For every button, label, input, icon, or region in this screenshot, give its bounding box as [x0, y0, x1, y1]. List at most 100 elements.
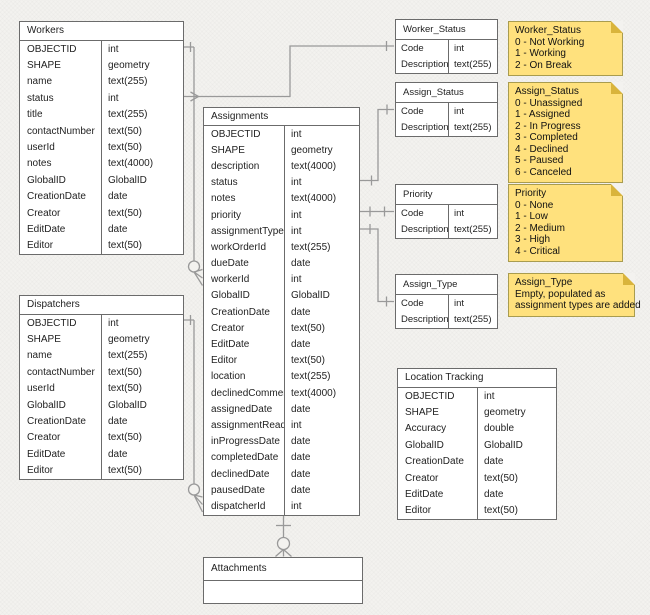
field-type: text(4000)	[284, 190, 359, 207]
field-name: SHAPE	[211, 144, 245, 156]
field-type: text(255)	[101, 347, 183, 365]
table-dispatchers[interactable]: Dispatchers OBJECTID int SHAPE geometry …	[19, 295, 184, 480]
field-type: int	[284, 174, 359, 191]
field-type: text(50)	[101, 204, 183, 222]
field-name: EditDate	[27, 448, 66, 460]
field-name: SHAPE	[27, 60, 61, 72]
table-row: Creator text(50)	[204, 320, 359, 337]
field-name: Description	[401, 122, 448, 134]
note-line: assignment types are added	[515, 300, 641, 311]
field-name: Editor	[27, 465, 54, 477]
table-row: contactNumber text(50)	[20, 364, 183, 381]
table-row: Editor text(50)	[20, 462, 183, 479]
field-type: text(50)	[284, 320, 359, 337]
empty-row	[204, 581, 362, 603]
table-row: Creator text(50)	[398, 469, 556, 487]
table-row: notes text(4000)	[20, 155, 183, 173]
table-worker-status[interactable]: Worker_Status Code int Description text(…	[395, 19, 498, 74]
field-name: assignmentRead	[211, 419, 284, 431]
table-location-tracking[interactable]: Location Tracking OBJECTID int SHAPE geo…	[397, 368, 557, 521]
field-type: text(50)	[101, 122, 183, 140]
table-row: status int	[20, 90, 183, 107]
field-type: date	[284, 449, 359, 466]
table-rows: OBJECTID int SHAPE geometry description …	[204, 126, 359, 515]
table-title: Assign_Type	[396, 275, 497, 295]
field-name: title	[27, 109, 43, 121]
field-name: GlobalID	[405, 439, 444, 451]
field-type: date	[284, 401, 359, 418]
field-type: date	[101, 221, 183, 238]
table-row: assignedDate date	[204, 401, 359, 418]
table-row: contactNumber text(50)	[20, 122, 183, 140]
table-row: name text(255)	[20, 347, 183, 365]
field-name: SHAPE	[405, 407, 439, 419]
field-name: completedDate	[211, 452, 279, 464]
table-assign-status[interactable]: Assign_Status Code int Description text(…	[395, 82, 498, 137]
table-row: Description text(255)	[396, 311, 497, 328]
field-name: GlobalID	[27, 174, 66, 186]
note-line: 2 - Medium	[515, 222, 566, 234]
field-type: geometry	[477, 404, 556, 421]
field-name: contactNumber	[27, 125, 95, 137]
field-type: date	[477, 486, 556, 503]
field-name: workOrderId	[211, 241, 267, 253]
field-type: date	[101, 188, 183, 205]
table-title: Worker_Status	[396, 20, 497, 40]
table-row: CreationDate date	[398, 453, 556, 470]
field-type: date	[284, 482, 359, 499]
field-name: Creator	[27, 207, 61, 219]
table-row: EditDate date	[204, 336, 359, 353]
field-name: Creator	[27, 432, 61, 444]
table-row: Code int	[396, 40, 497, 57]
field-type: date	[284, 336, 359, 353]
table-row: declinedDate date	[204, 465, 359, 483]
table-row: Description text(255)	[396, 119, 497, 136]
table-assign-type[interactable]: Assign_Type Code int Description text(25…	[395, 274, 498, 329]
table-row: completedDate date	[204, 449, 359, 466]
field-name: EditDate	[405, 489, 444, 501]
connector-dispatchers-assignments	[184, 315, 204, 513]
table-row: GlobalID GlobalID	[398, 437, 556, 454]
field-type: int	[448, 40, 497, 57]
table-row: Editor text(50)	[20, 237, 183, 255]
table-rows: OBJECTID int SHAPE geometry name text(25…	[20, 41, 183, 255]
table-row: Description text(255)	[396, 56, 497, 73]
table-row: Accuracy double	[398, 420, 556, 438]
field-type: date	[101, 413, 183, 430]
field-type: text(255)	[284, 368, 359, 385]
table-row: notes text(4000)	[204, 190, 359, 207]
note-line: Empty, populated as	[515, 288, 606, 300]
field-name: Code	[401, 42, 424, 54]
field-name: Description	[401, 314, 448, 326]
table-row: description text(4000)	[204, 158, 359, 175]
field-type: int	[448, 295, 497, 312]
zero-circle-icon	[187, 260, 201, 273]
table-priority[interactable]: Priority Code int Description text(255)	[395, 184, 498, 239]
field-type: date	[284, 465, 359, 483]
table-assignments[interactable]: Assignments OBJECTID int SHAPE geometry …	[203, 107, 360, 516]
table-rows: OBJECTID int SHAPE geometry Accuracy dou…	[398, 388, 556, 520]
connector-workers-worker-status	[184, 41, 394, 102]
note-line: 4 - Declined	[515, 143, 569, 155]
field-name: status	[27, 92, 54, 104]
table-row: dispatcherId int	[204, 498, 359, 515]
table-row: EditDate date	[398, 486, 556, 503]
note-line: 4 - Critical	[515, 245, 561, 257]
table-row: CreationDate date	[20, 188, 183, 205]
field-type: date	[284, 304, 359, 321]
note-line: Assign_Status	[515, 86, 579, 97]
table-row: name text(255)	[20, 73, 183, 91]
field-name: OBJECTID	[211, 128, 261, 140]
connector-workers-assignments	[184, 42, 204, 286]
table-row: inProgressDate date	[204, 433, 359, 450]
table-row: declinedComment text(4000)	[204, 385, 359, 402]
note-line: 1 - Working	[515, 48, 566, 59]
table-workers[interactable]: Workers OBJECTID int SHAPE geometry name…	[19, 21, 184, 256]
note-line: 0 - None	[515, 199, 554, 211]
table-attachments[interactable]: Attachments	[203, 557, 363, 604]
field-name: contactNumber	[27, 366, 95, 378]
